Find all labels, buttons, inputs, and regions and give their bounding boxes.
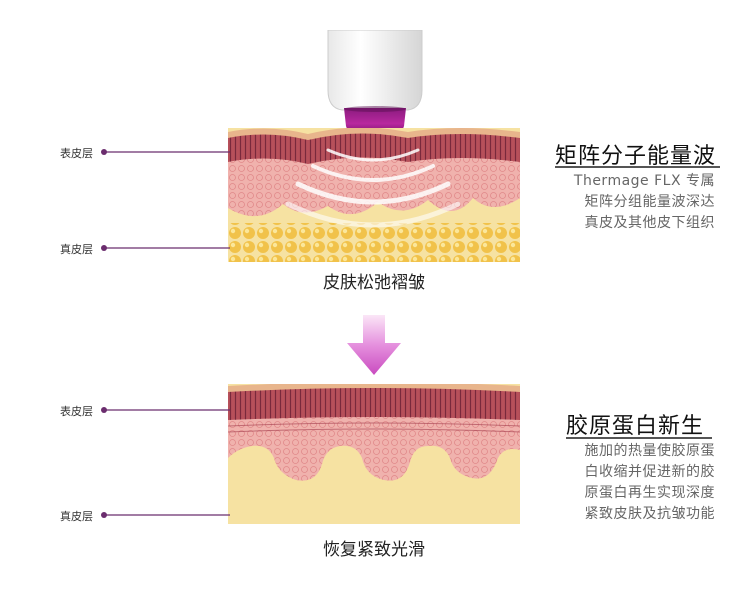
epidermis-label: 表皮层 — [60, 405, 93, 418]
epidermis-leader-line — [101, 407, 230, 413]
desc-line: 施加的热量使胶原蛋 — [584, 443, 715, 459]
bottom-caption: 恢复紧致光滑 — [323, 540, 425, 560]
epidermis-leader-line — [101, 149, 230, 155]
top-description: Thermage FLX 专属 矩阵分组能量波深达 真皮及其他皮下组织 — [545, 171, 715, 234]
desc-line: 真皮及其他皮下组织 — [584, 215, 715, 231]
desc-line: Thermage FLX 专属 — [573, 173, 715, 189]
desc-line: 紧致皮肤及抗皱功能 — [584, 506, 715, 522]
desc-line: 白收缩并促进新的胶 — [584, 464, 715, 480]
bottom-heading-underline — [566, 437, 712, 439]
dermis-label: 真皮层 — [60, 510, 93, 523]
top-caption: 皮肤松弛褶皱 — [323, 273, 425, 293]
epidermis-label: 表皮层 — [60, 147, 93, 160]
skin-diagram-loose — [228, 128, 520, 262]
bottom-heading: 胶原蛋白新生 — [566, 414, 705, 439]
down-arrow-icon — [347, 315, 401, 375]
desc-line: 矩阵分组能量波深达 — [584, 194, 715, 210]
dermis-leader-line — [101, 512, 230, 518]
bottom-description: 施加的热量使胶原蛋 白收缩并促进新的胶 原蛋白再生实现深度 紧致皮肤及抗皱功能 — [545, 441, 715, 525]
dermis-label: 真皮层 — [60, 243, 93, 256]
top-heading-underline — [555, 166, 720, 168]
top-heading: 矩阵分子能量波 — [555, 144, 717, 169]
skin-diagram-firm — [228, 384, 520, 524]
thermage-probe — [327, 30, 423, 134]
desc-line: 原蛋白再生实现深度 — [584, 485, 715, 501]
dermis-leader-line — [101, 245, 230, 251]
